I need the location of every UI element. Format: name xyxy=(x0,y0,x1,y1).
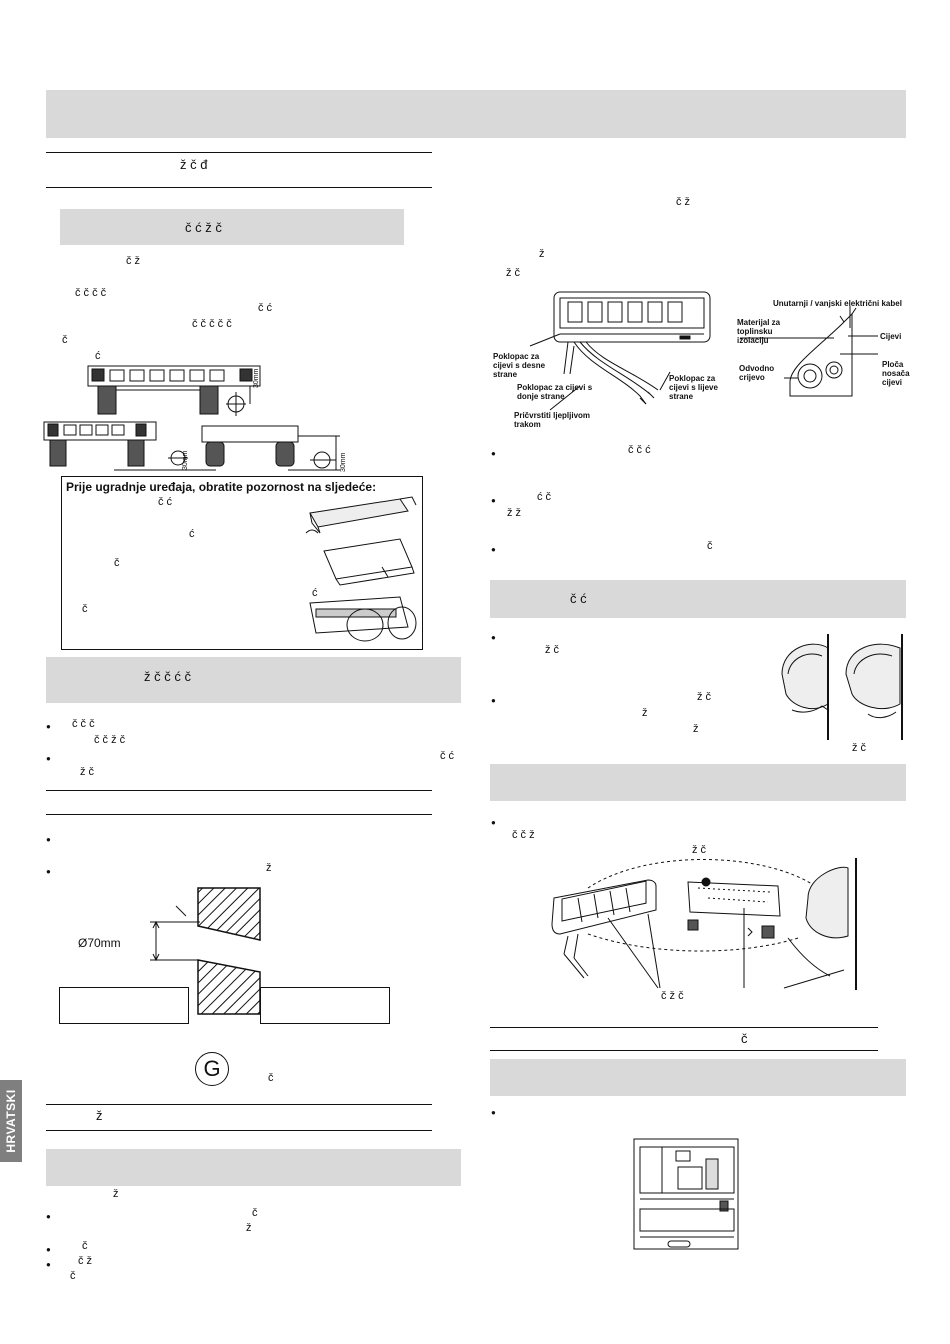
bullet-dot: ● xyxy=(46,1245,51,1254)
label-pipes: Cijevi xyxy=(880,332,902,341)
subsection-box xyxy=(490,1059,906,1096)
bullet-text: č xyxy=(707,540,713,552)
bullet-dot: ● xyxy=(46,754,51,763)
bullet-dot: ● xyxy=(46,722,51,731)
ground-caption: č xyxy=(268,1072,274,1084)
subsection-box: ž č č ć č xyxy=(46,657,461,703)
bullet-text: ž č xyxy=(692,844,707,856)
hooking-diagram xyxy=(781,634,903,740)
label-box-indoor xyxy=(59,987,189,1024)
indoor-unit-diagram xyxy=(633,1138,739,1250)
figure-caption: č ž č xyxy=(661,990,684,1002)
piping-diagram xyxy=(529,291,878,411)
bullet-text: ć č xyxy=(537,491,552,503)
section-rule-bottom xyxy=(490,1050,878,1051)
bullet-dot: ● xyxy=(491,1108,496,1117)
bullet-text: č xyxy=(82,1240,88,1252)
label-electric-cable: Unutarnji / vanjski električni kabel xyxy=(773,299,902,308)
section-title: ž xyxy=(96,1108,103,1123)
notice-line: č xyxy=(82,603,88,615)
language-tab: HRVATSKI xyxy=(0,1080,22,1162)
mounting-diagram xyxy=(551,858,857,990)
label-pipe-plate: Ploča nosača cijevi xyxy=(882,360,910,387)
section-title: ž č đ xyxy=(180,157,208,172)
bullet-dot: ● xyxy=(46,835,51,844)
paragraph-line: č ž xyxy=(126,255,141,267)
bullet-text: ž ž xyxy=(507,507,522,519)
bullet-text: ž č xyxy=(80,766,95,778)
paragraph-line: č ć xyxy=(258,302,273,314)
label-cover-bottom: Poklopac za cijevi s donje strane xyxy=(517,383,593,401)
bullet-dot: ● xyxy=(46,867,51,876)
bullet-text: č č ć xyxy=(628,444,651,456)
notice-line: ć xyxy=(312,587,318,599)
notice-line: ć xyxy=(189,528,195,540)
bullet-text: ž č xyxy=(852,742,867,754)
bullet-text: ž č xyxy=(697,691,712,703)
bullet-dot: ● xyxy=(491,449,496,458)
dimension-label: 30mm xyxy=(182,450,189,470)
bullet-text: č xyxy=(252,1207,258,1219)
paragraph-line: č č č č č xyxy=(192,318,232,330)
bullet-dot: ● xyxy=(491,496,496,505)
label-drain-hose: Odvodno crijevo xyxy=(739,364,775,382)
section-rule-bottom xyxy=(46,814,432,815)
wall-hole-diagram xyxy=(150,887,261,1015)
paragraph-line: č č č č xyxy=(75,287,107,299)
subsection-box xyxy=(490,764,906,801)
label-insulation: Materijal za toplinsku izolaciju xyxy=(737,318,781,345)
label-cover-right: Poklopac za cijevi s desne strane xyxy=(493,352,546,379)
section-rule-bottom xyxy=(46,1130,432,1131)
paragraph-line: ž xyxy=(539,248,545,260)
label-cover-left: Poklopac za cijevi s lijeve strane xyxy=(669,374,718,401)
subsection-box xyxy=(46,1149,461,1186)
paragraph-line: ž xyxy=(113,1188,119,1200)
unit-illustrations xyxy=(305,496,417,642)
section-rule-top xyxy=(46,790,432,791)
bullet-dot: ● xyxy=(491,818,496,827)
paragraph-line: ć xyxy=(95,350,101,362)
section-rule-top xyxy=(46,1104,432,1105)
subsection-box: č ć xyxy=(490,580,906,618)
bullet-text: č ž xyxy=(78,1255,93,1267)
ground-symbol: G xyxy=(195,1052,229,1086)
bullet-dot: ● xyxy=(46,1212,51,1221)
bullet-text: č xyxy=(70,1270,76,1282)
section-rule-bottom xyxy=(46,187,432,188)
bullet-text: č ć xyxy=(440,750,455,762)
bullet-dot: ● xyxy=(491,696,496,705)
section-rule-top xyxy=(46,152,432,153)
dimension-label: 30mm xyxy=(340,452,347,472)
page-header-band xyxy=(46,90,906,138)
bullet-text: ž xyxy=(246,1222,252,1234)
bullet-dot: ● xyxy=(491,633,496,642)
notice-line: č ć xyxy=(158,496,173,508)
bullet-text: ž xyxy=(693,723,699,735)
mounting-plate-diagram xyxy=(43,365,340,471)
bullet-text: ž č xyxy=(545,644,560,656)
dimension-label: 30mm xyxy=(253,368,260,388)
paragraph-line: č ž xyxy=(676,196,691,208)
bullet-text: ž xyxy=(266,862,272,874)
notice-box: Prije ugradnje uređaja, obratite pozorno… xyxy=(61,476,423,650)
label-tape: Pričvrstiti ljepljivom trakom xyxy=(514,411,591,429)
subsection-box: č ć ž č xyxy=(60,209,404,245)
bullet-text: č č ž č xyxy=(94,734,126,746)
bullet-text: č č č xyxy=(72,718,95,730)
bullet-text: ž xyxy=(642,707,648,719)
paragraph-line: č xyxy=(62,334,68,346)
label-box-outdoor xyxy=(260,987,390,1024)
bullet-dot: ● xyxy=(46,1260,51,1269)
notice-title: Prije ugradnje uređaja, obratite pozorno… xyxy=(66,480,377,494)
paragraph-line: ž č xyxy=(506,267,521,279)
hole-diameter-label: Ø70mm xyxy=(78,936,121,950)
notice-line: č xyxy=(114,557,120,569)
bullet-dot: ● xyxy=(491,545,496,554)
section-rule-top xyxy=(490,1027,878,1028)
section-title: č xyxy=(741,1031,748,1046)
bullet-text: č č ž xyxy=(512,829,535,841)
